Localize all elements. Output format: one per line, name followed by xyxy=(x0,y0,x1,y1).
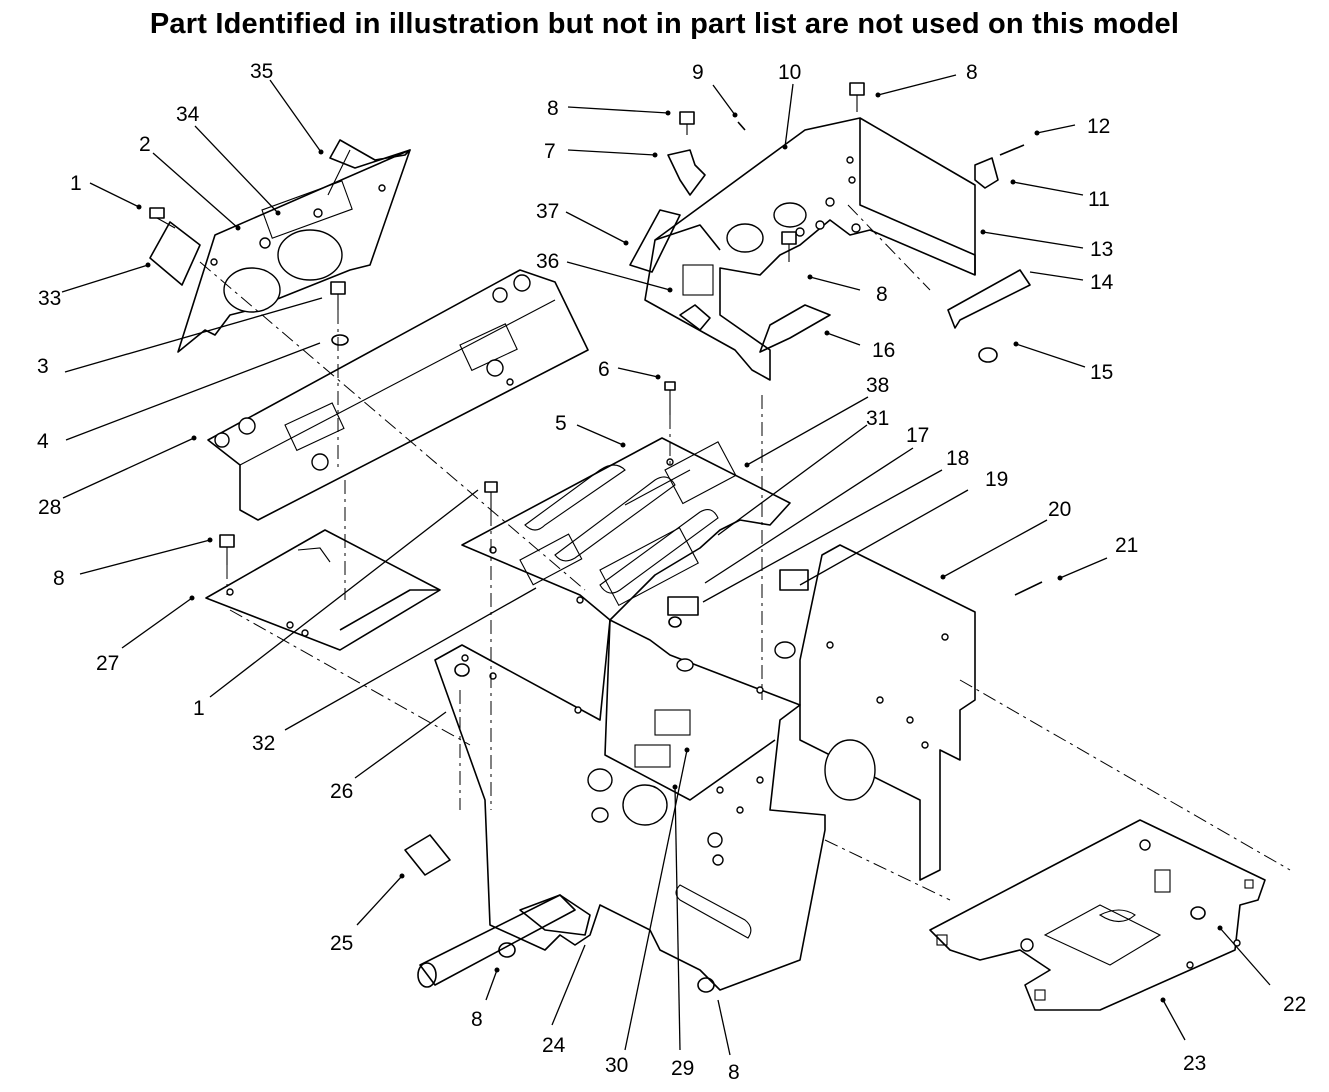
pedal-shaft-part xyxy=(404,834,591,988)
leader-lines xyxy=(61,74,1271,1056)
callout-17: 17 xyxy=(906,424,929,447)
main-frame-part xyxy=(434,619,826,991)
callout-8: 8 xyxy=(53,567,65,590)
callout-24: 24 xyxy=(542,1034,566,1057)
callout-19: 19 xyxy=(985,468,1008,491)
callout-15: 15 xyxy=(1090,361,1113,384)
callout-26: 26 xyxy=(330,780,353,803)
diagram-title: Part Identified in illustration but not … xyxy=(149,8,1180,40)
callout-32: 32 xyxy=(252,732,275,755)
callout-8: 8 xyxy=(876,283,888,306)
callout-12: 12 xyxy=(1087,115,1110,138)
callout-2: 2 xyxy=(139,133,151,156)
callout-23: 23 xyxy=(1183,1052,1206,1075)
callout-9: 9 xyxy=(692,61,704,84)
callout-33: 33 xyxy=(38,287,61,310)
dash-housing-part xyxy=(644,117,976,381)
assembly-line xyxy=(199,204,1291,901)
callout-14: 14 xyxy=(1090,271,1114,294)
lower-plate-part xyxy=(205,529,441,651)
callout-1: 1 xyxy=(193,697,205,720)
callout-8: 8 xyxy=(471,1008,483,1031)
side-panel-part xyxy=(629,209,681,273)
callout-6: 6 xyxy=(598,358,610,381)
leader-dots xyxy=(136,92,1223,1003)
callout-29: 29 xyxy=(671,1057,694,1080)
callout-13: 13 xyxy=(1090,238,1113,261)
callout-5: 5 xyxy=(555,412,567,435)
bracket-part xyxy=(667,149,706,196)
callout-38: 38 xyxy=(866,374,889,397)
callout-11: 11 xyxy=(1088,188,1110,211)
decal-part xyxy=(149,221,201,286)
callout-labels: 1 2 34 35 33 3 4 28 8 27 1 32 26 25 8 24… xyxy=(37,60,1306,1084)
dash-panel-part xyxy=(177,149,411,353)
callout-8: 8 xyxy=(966,61,978,84)
callout-36: 36 xyxy=(536,250,559,273)
bracket-part xyxy=(947,269,1031,329)
fastener-part xyxy=(149,82,1206,993)
callout-4: 4 xyxy=(37,430,49,453)
callout-1: 1 xyxy=(70,172,82,195)
callout-27: 27 xyxy=(96,652,119,675)
callout-31: 31 xyxy=(866,407,889,430)
callout-20: 20 xyxy=(1048,498,1071,521)
callout-7: 7 xyxy=(544,140,556,163)
bracket-part xyxy=(759,304,831,353)
callout-8: 8 xyxy=(547,97,559,120)
base-tray-part xyxy=(929,819,1266,1011)
callout-21: 21 xyxy=(1115,534,1138,557)
switch-part xyxy=(667,596,699,616)
callout-10: 10 xyxy=(778,61,801,84)
callout-18: 18 xyxy=(946,447,969,470)
callout-22: 22 xyxy=(1283,993,1306,1016)
callout-8: 8 xyxy=(728,1061,740,1084)
switch-part xyxy=(779,569,809,591)
upper-support-part xyxy=(207,269,589,521)
callout-25: 25 xyxy=(330,932,353,955)
bracket-part xyxy=(974,157,999,189)
callout-28: 28 xyxy=(38,496,61,519)
callout-34: 34 xyxy=(176,103,200,126)
callout-3: 3 xyxy=(37,355,49,378)
callout-37: 37 xyxy=(536,200,559,223)
callout-16: 16 xyxy=(872,339,895,362)
upper-cover-part xyxy=(327,139,411,196)
center-plate-part xyxy=(461,437,791,621)
side-frame-part xyxy=(774,544,976,881)
callout-35: 35 xyxy=(250,60,273,83)
callout-30: 30 xyxy=(605,1054,628,1077)
